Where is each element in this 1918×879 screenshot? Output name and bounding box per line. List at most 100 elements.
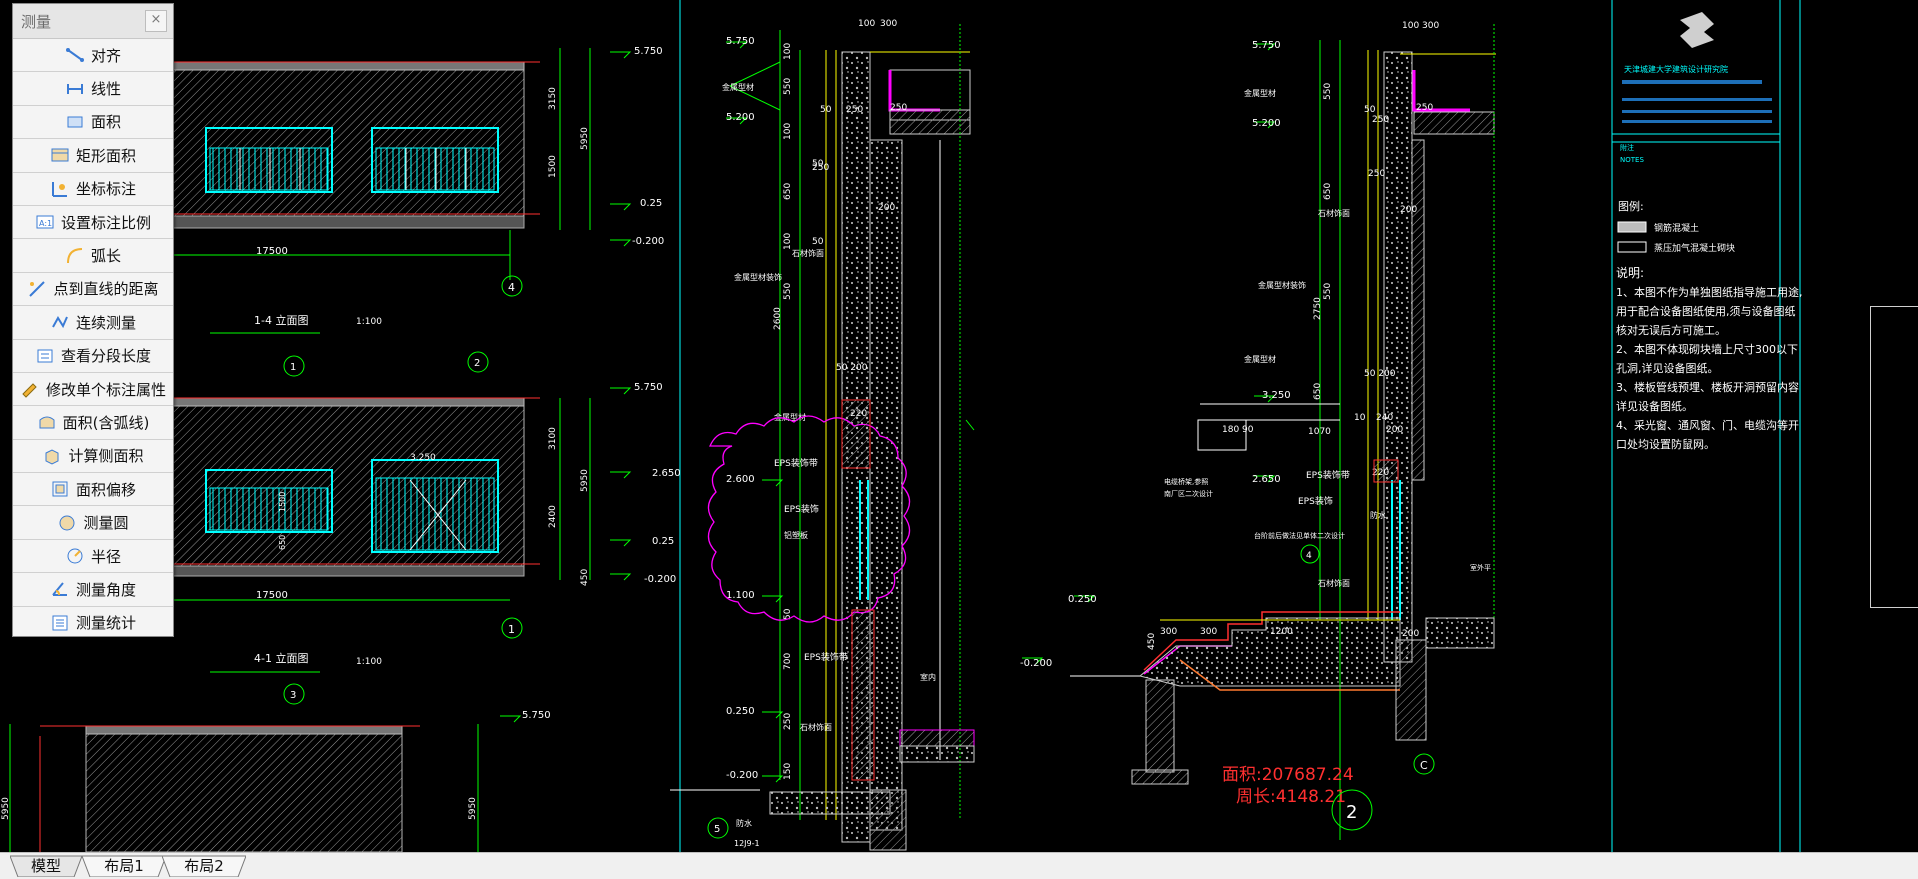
tool-label: 设置标注比例 (60, 213, 151, 232)
label-eps-band: EPS装饰带 (774, 457, 818, 469)
tab-layout2[interactable]: 布局2 (162, 855, 246, 877)
close-icon[interactable]: × (145, 10, 167, 32)
svg-text:300: 300 (880, 19, 897, 29)
linear-icon (65, 79, 85, 99)
svg-text:650: 650 (783, 183, 793, 200)
tool-label: 点到直线的距离 (53, 280, 159, 299)
tool-coordinate[interactable]: 坐标标注 (13, 172, 173, 206)
svg-text:石材饰面: 石材饰面 (1318, 208, 1350, 218)
area-icon (65, 112, 85, 132)
note-line-8: 4、采光窗、通风窗、门、电缆沟等开 (1616, 418, 1799, 432)
tool-segment[interactable]: 查看分段长度 (13, 339, 173, 373)
elevation-scale-a: 1:100 (356, 317, 382, 327)
tool-area[interactable]: 面积 (13, 105, 173, 140)
tool-arc-area[interactable]: 面积(含弧线) (13, 406, 173, 440)
tool-edit-dim[interactable]: 修改单个标注属性 (13, 372, 173, 407)
measure-perimeter-result: 周长:4148.21 (1236, 787, 1346, 807)
svg-text:1500: 1500 (548, 155, 558, 178)
tool-radius[interactable]: 半径 (13, 539, 173, 574)
svg-text:0.25: 0.25 (652, 536, 674, 547)
tool-circle[interactable]: 测量圆 (13, 506, 173, 540)
svg-text:700: 700 (783, 653, 793, 670)
tab-layout1-label: 布局1 (104, 857, 144, 875)
axis-2-bubble: 2 (474, 358, 480, 369)
svg-text:EPS装饰带: EPS装饰带 (804, 651, 848, 663)
svg-text:550: 550 (783, 283, 793, 300)
svg-text:200: 200 (1386, 425, 1403, 435)
svg-text:250: 250 (846, 105, 863, 115)
tab-layout1[interactable]: 布局1 (82, 855, 166, 877)
svg-text:5950: 5950 (580, 127, 590, 150)
tool-label: 坐标标注 (75, 180, 136, 199)
svg-text:450: 450 (580, 569, 590, 586)
segment-icon (35, 346, 55, 366)
svg-text:5.750: 5.750 (634, 46, 663, 57)
measure-panel-title: 测量 (21, 12, 52, 31)
svg-text:2.650: 2.650 (1252, 474, 1281, 485)
svg-text:5.200: 5.200 (726, 112, 755, 123)
arc-area-icon (37, 412, 57, 432)
svg-text:金属型材: 金属型材 (774, 412, 806, 422)
title-block: 天津城建大学建筑设计研究院 附注 NOTES 图例: 钢筋混凝土 蒸压加气混凝土… (1612, 12, 1803, 451)
svg-text:17500: 17500 (256, 590, 288, 601)
note-line-6: 3、楼板管线预埋、楼板开洞预留内容 (1616, 380, 1799, 394)
tool-label: 对齐 (90, 46, 121, 65)
tool-side-area[interactable]: 计算侧面积 (13, 439, 173, 474)
tab-model[interactable]: 模型 (10, 855, 82, 877)
svg-text:5.750: 5.750 (1252, 40, 1281, 51)
axis-1-bubble: 1 (290, 362, 296, 373)
svg-text:铝塑板: 铝塑板 (784, 530, 808, 540)
svg-text:石材饰面: 石材饰面 (800, 722, 832, 732)
legend-item-1: 钢筋混凝土 (1654, 222, 1699, 234)
layout-tabs: 模型 布局1 布局2 (0, 852, 1918, 879)
tool-label: 半径 (90, 547, 121, 566)
axis-5-bubble: 5 (714, 824, 720, 835)
note-line-4: 2、本图不体现砌块墙上尺寸300以下 (1616, 342, 1798, 356)
svg-text:550: 550 (783, 78, 793, 95)
tool-area-offset[interactable]: 面积偏移 (13, 473, 173, 507)
note-line-2: 用于配合设备图纸使用,须与设备图纸 (1616, 304, 1796, 318)
tool-label: 测量统计 (75, 614, 136, 633)
tool-point-line[interactable]: 点到直线的距离 (13, 272, 173, 307)
tool-align[interactable]: 对齐 (13, 39, 173, 73)
note-line-3: 核对无误后方可施工。 (1616, 323, 1726, 337)
svg-text:电缆桥架,参照: 电缆桥架,参照 (1164, 477, 1208, 486)
svg-text:200: 200 (1402, 629, 1419, 639)
svg-text:2750: 2750 (1313, 297, 1323, 320)
tab-layout2-label: 布局2 (184, 857, 224, 875)
angle-icon (50, 579, 70, 599)
svg-text:石材饰面: 石材饰面 (1318, 578, 1350, 588)
axis-4-bubble: 4 (508, 281, 515, 294)
tool-angle[interactable]: 测量角度 (13, 573, 173, 607)
svg-text:50: 50 (812, 159, 824, 169)
elevation-scale-b: 1:100 (356, 657, 382, 667)
company-name: 天津城建大学建筑设计研究院 (1624, 64, 1728, 74)
svg-text:3.250: 3.250 (410, 453, 436, 463)
tool-rect-area[interactable]: 矩形面积 (13, 139, 173, 173)
svg-text:650: 650 (278, 535, 287, 550)
svg-text:2.650: 2.650 (652, 468, 681, 479)
svg-text:5.750: 5.750 (726, 36, 755, 47)
tool-linear[interactable]: 线性 (13, 72, 173, 106)
measure-panel-header[interactable]: 测量 × (13, 4, 173, 39)
tool-stats[interactable]: 测量统计 (13, 606, 173, 636)
svg-text:1.100: 1.100 (726, 590, 755, 601)
area-offset-icon (50, 479, 70, 499)
svg-text:10: 10 (1354, 413, 1366, 423)
cad-drawing-canvas[interactable]: 17500 4 3150 1500 5950 5.750 0.25 -0.200… (0, 0, 1918, 852)
point-line-icon (27, 279, 47, 299)
svg-text:金属型材: 金属型材 (1244, 88, 1276, 98)
svg-text:550: 550 (1323, 283, 1333, 300)
svg-text:100: 100 (783, 43, 793, 60)
tool-arc[interactable]: 弧长 (13, 239, 173, 273)
svg-text:200: 200 (1400, 205, 1417, 215)
svg-text:240: 240 (1376, 413, 1393, 423)
tool-label: 测量角度 (75, 580, 136, 599)
svg-text:650: 650 (1313, 383, 1323, 400)
tool-label: 测量圆 (83, 514, 129, 533)
svg-text:250: 250 (1368, 169, 1385, 179)
measure-area-result: 面积:207687.24 (1222, 765, 1354, 785)
side-area-icon (42, 446, 62, 466)
tool-continuous[interactable]: 连续测量 (13, 306, 173, 340)
